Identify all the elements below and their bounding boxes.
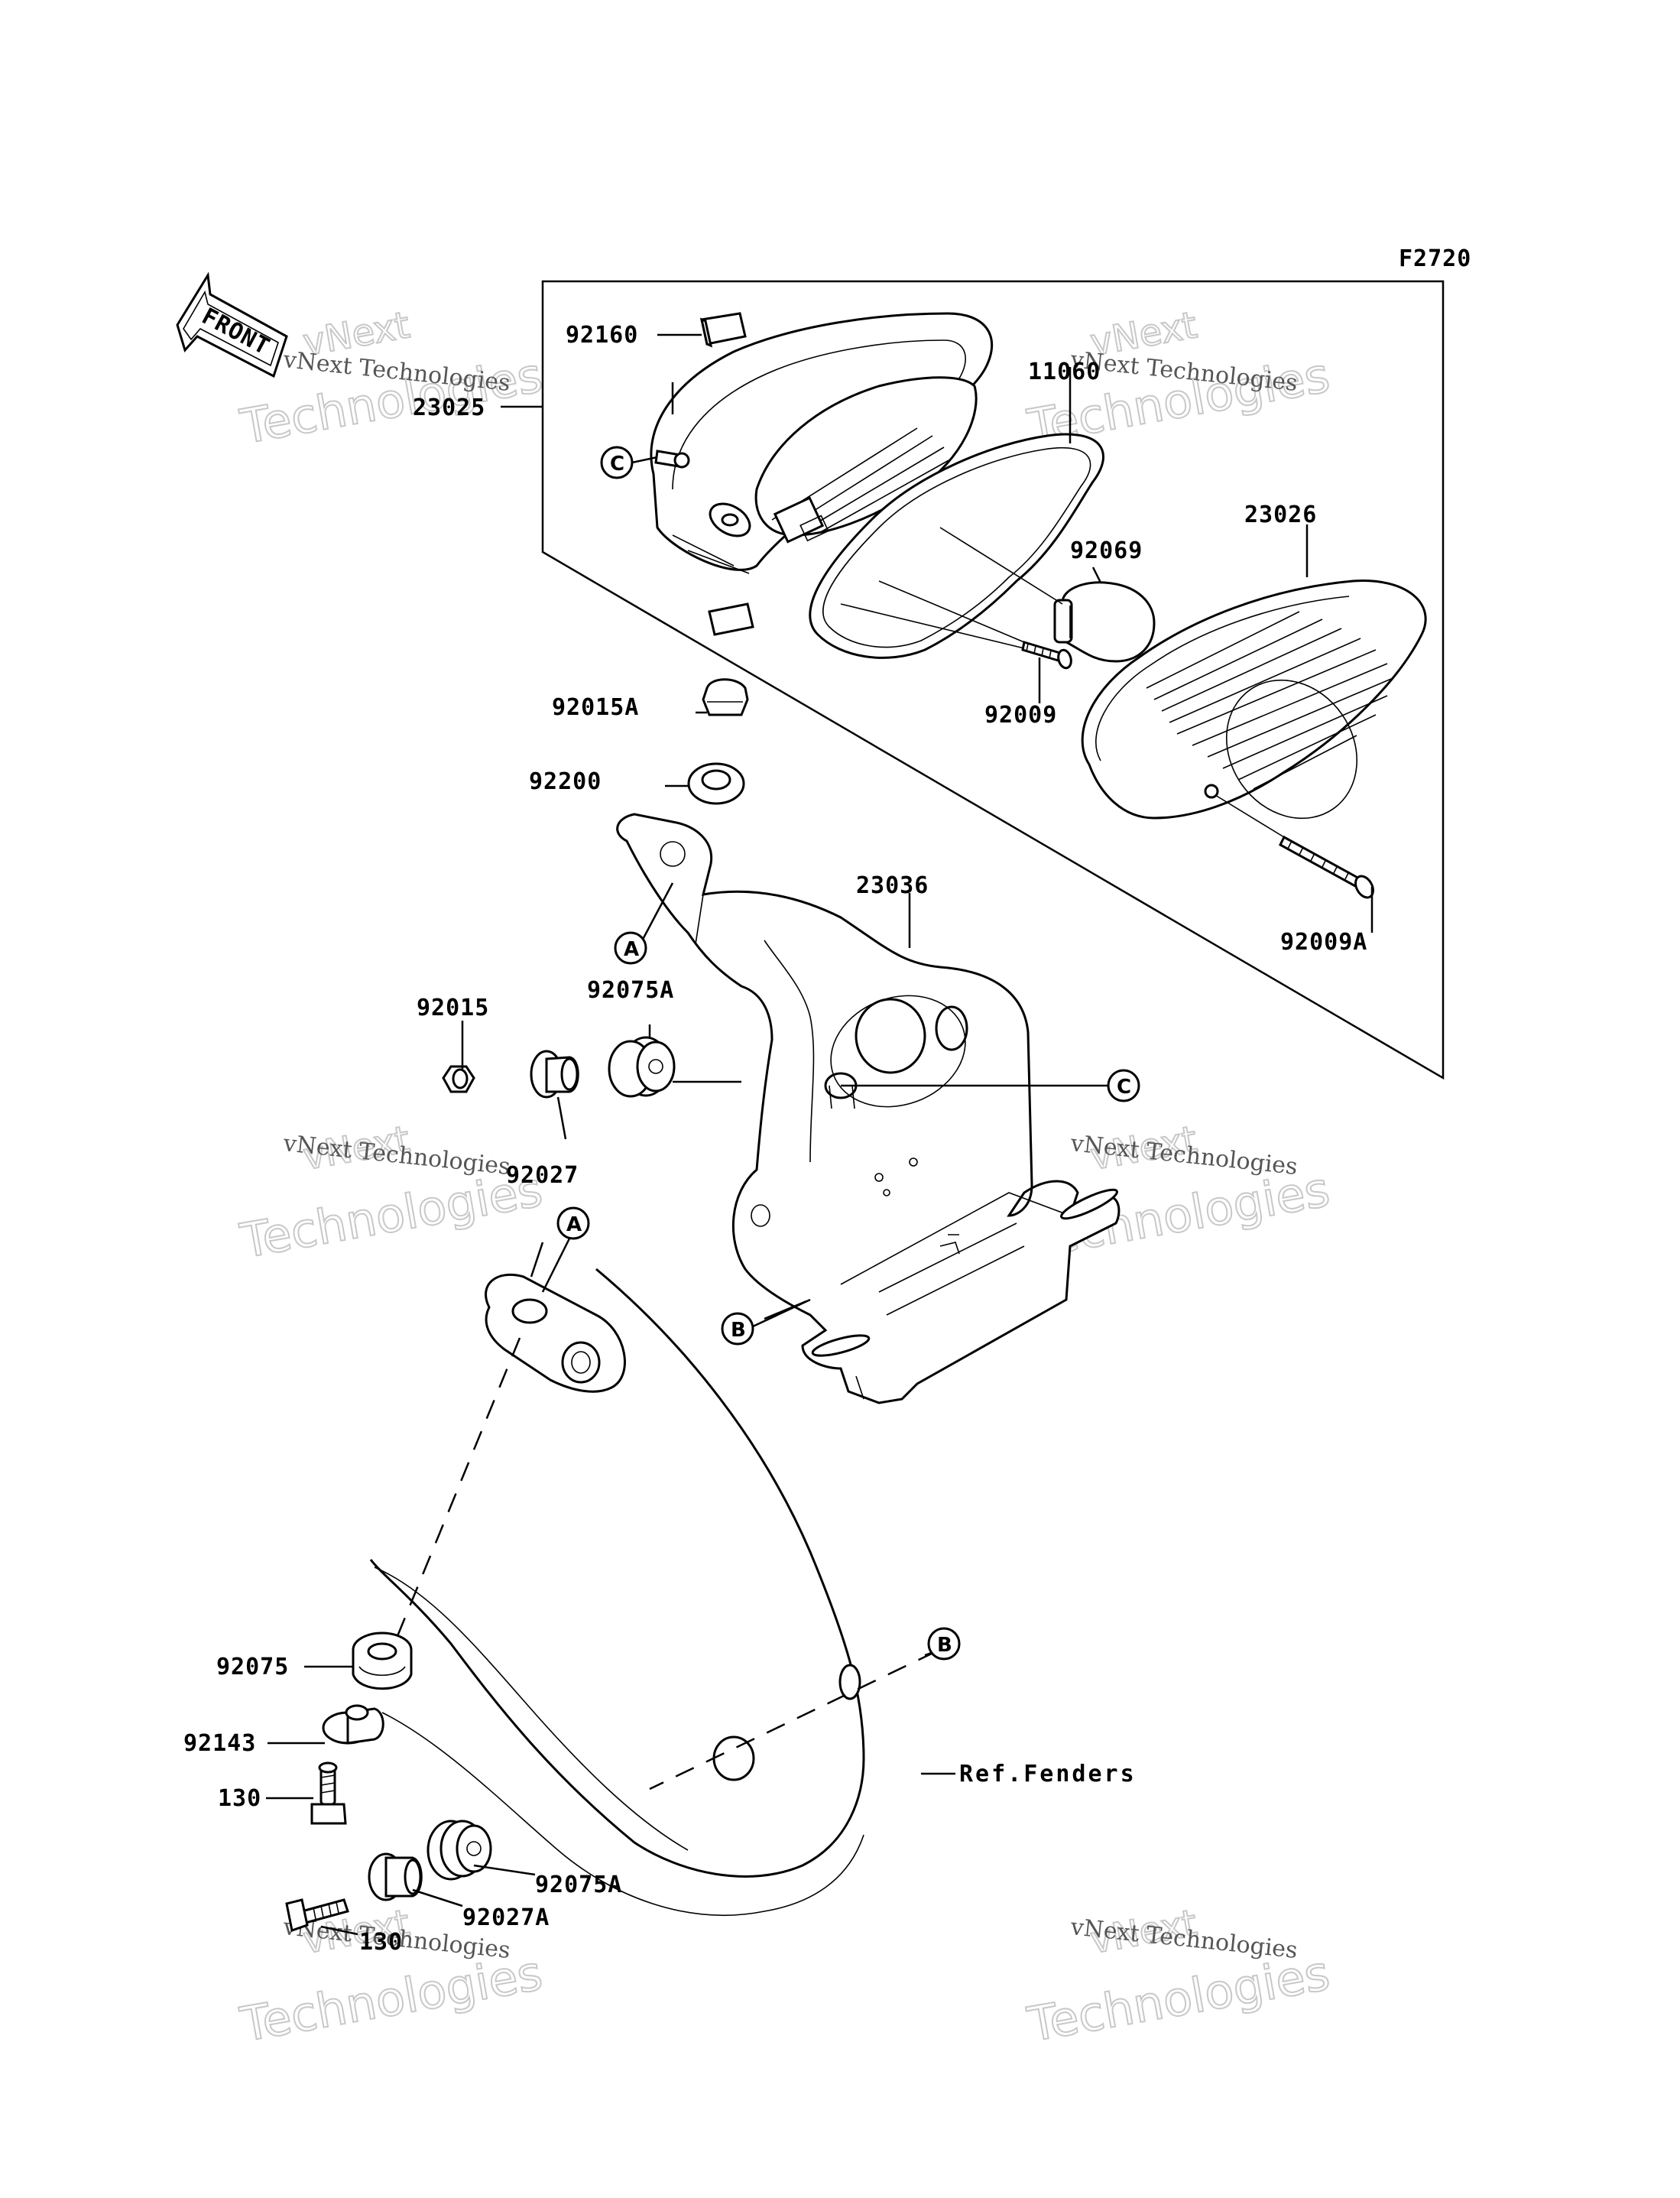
grommet-fender xyxy=(426,1820,492,1881)
connector-b-right: B xyxy=(927,1627,961,1661)
svg-text:A: A xyxy=(624,938,639,961)
bolt-upper xyxy=(310,1761,347,1825)
bolt-lower xyxy=(285,1898,349,1932)
label-92200: 92200 xyxy=(529,768,602,795)
label-92075: 92075 xyxy=(216,1654,289,1680)
lens-cover-screw xyxy=(1279,835,1374,899)
housing-stud xyxy=(654,450,690,469)
svg-text:B: B xyxy=(731,1319,746,1342)
lamp-bulb xyxy=(1053,581,1156,663)
collar-upper xyxy=(530,1050,579,1099)
label-92075A-lower: 92075A xyxy=(535,1872,622,1898)
explode-line-cover-screw xyxy=(1215,794,1285,838)
lamp-lens-cover xyxy=(1081,580,1427,820)
label-92027: 92027 xyxy=(506,1162,579,1189)
grommet-upper xyxy=(608,1036,676,1098)
figure-code: F2720 xyxy=(1399,245,1471,272)
lamp-lens-piece xyxy=(699,312,754,636)
cap-nut-upper xyxy=(702,678,749,716)
exploded-view-frame xyxy=(541,280,1445,1080)
svg-text:C: C xyxy=(1117,1076,1131,1099)
label-23025: 23025 xyxy=(413,394,485,421)
explode-line-cover xyxy=(840,603,1025,649)
label-92015: 92015 xyxy=(417,995,489,1021)
fender xyxy=(369,1268,865,1916)
leader-c-left xyxy=(631,456,658,464)
front-arrow-icon: FRONT xyxy=(176,271,288,378)
label-92009: 92009 xyxy=(984,702,1057,729)
label-23036: 23036 xyxy=(856,872,929,899)
lamp-bracket xyxy=(616,813,1121,1404)
collar-fender xyxy=(368,1852,423,1901)
label-130-upper: 130 xyxy=(218,1785,261,1812)
svg-text:C: C xyxy=(610,453,624,476)
dashed-align-b xyxy=(649,1650,937,1791)
label-23026: 23026 xyxy=(1244,502,1317,528)
label-92009A: 92009A xyxy=(1280,929,1367,956)
mount-plate xyxy=(485,1273,626,1393)
leader-b-left xyxy=(752,1298,811,1328)
label-92160: 92160 xyxy=(566,322,638,349)
label-130-lower: 130 xyxy=(359,1929,403,1956)
label-11060: 11060 xyxy=(1028,359,1101,385)
label-92015A: 92015A xyxy=(552,694,639,721)
connector-c-left: C xyxy=(600,446,634,479)
nut-small xyxy=(442,1065,475,1093)
svg-text:B: B xyxy=(937,1634,952,1657)
label-92143: 92143 xyxy=(183,1730,256,1757)
watermark-bottom-right: vNext Technologies vNext Technologies xyxy=(1023,1901,1335,2054)
connector-b-left: B xyxy=(721,1312,754,1346)
watermark-mid-left: vNext Technologies vNext Technologies xyxy=(235,1117,547,1270)
watermark-top-left: vNext Technologies vNext Technologies xyxy=(235,303,547,456)
connector-c-right: C xyxy=(1107,1069,1140,1102)
label-92069: 92069 xyxy=(1070,537,1143,564)
lens-screw xyxy=(1021,641,1072,670)
washer xyxy=(687,762,745,805)
connector-a-lower: A xyxy=(556,1206,590,1240)
svg-text:A: A xyxy=(566,1213,582,1236)
tail-lamp-housing xyxy=(650,312,994,574)
label-ref-fenders: Ref.Fenders xyxy=(959,1761,1137,1787)
grommet-lower xyxy=(352,1631,413,1690)
collar-lower xyxy=(322,1704,384,1745)
label-92075A-upper: 92075A xyxy=(587,977,674,1004)
label-92027A: 92027A xyxy=(462,1904,550,1931)
lamp-gasket xyxy=(809,433,1104,659)
explode-line-screw xyxy=(878,580,1025,643)
leader-a-lower xyxy=(541,1238,571,1293)
explode-line-bulb xyxy=(939,527,1063,605)
connector-a-upper: A xyxy=(614,931,647,965)
